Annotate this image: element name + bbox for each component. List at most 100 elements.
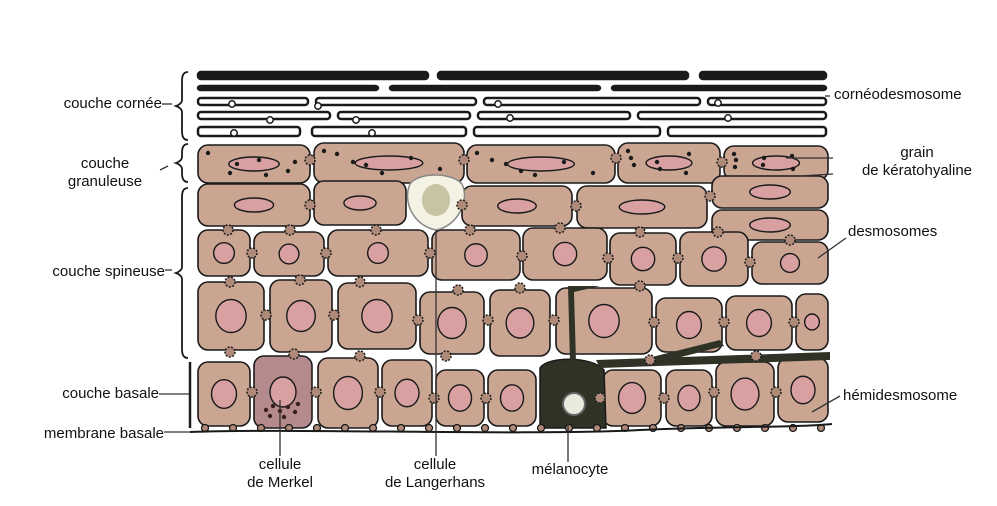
nucleus [270, 377, 296, 407]
corneodesmosome [231, 130, 237, 136]
keratinocyte [716, 362, 774, 426]
desmosome [289, 349, 299, 359]
keratohyalin-granule [629, 156, 633, 160]
desmosome [635, 281, 645, 291]
corneodesmosome [715, 100, 721, 106]
desmosome [649, 317, 659, 327]
keratinocyte [577, 186, 707, 228]
nucleus [395, 379, 419, 407]
bracket-granuleuse [176, 144, 188, 182]
label-membrane-basale: membrane basale [10, 425, 164, 443]
desmosome [717, 157, 727, 167]
keratinocyte [436, 370, 484, 426]
desmosome [425, 248, 435, 258]
keratohyalin-granule [504, 162, 508, 166]
nucleus [500, 385, 523, 411]
keratinocyte [752, 242, 828, 284]
corneocyte [638, 112, 826, 119]
nucleus [619, 200, 665, 214]
desmosome [555, 223, 565, 233]
desmosome [719, 317, 729, 327]
desmosome [311, 387, 321, 397]
keratohyalin-granule [335, 152, 339, 156]
corneocyte [198, 86, 378, 90]
keratohyalin-granule [351, 160, 355, 164]
keratohyalin-granule [380, 171, 384, 175]
corneodesmosome [229, 101, 235, 107]
nucleus [448, 385, 471, 411]
desmosome [659, 393, 669, 403]
corneocyte [700, 72, 826, 79]
keratinocyte [198, 184, 310, 226]
keratohyalin-granule [438, 167, 442, 171]
keratinocyte [610, 233, 676, 285]
keratohyalin-granule [658, 167, 662, 171]
corneocyte [474, 127, 660, 136]
keratinocyte [490, 290, 550, 356]
desmosome [441, 351, 451, 361]
desmosome [611, 153, 621, 163]
nucleus [234, 198, 273, 212]
keratohyalin-granule [475, 151, 479, 155]
keratohyalin-granule [293, 160, 297, 164]
keratohyalin-granule [734, 158, 738, 162]
keratinocyte [270, 280, 332, 352]
desmosome [751, 351, 761, 361]
nucleus [368, 243, 389, 264]
keratinocyte [488, 370, 536, 426]
desmosome [413, 315, 423, 325]
corneocyte [612, 86, 826, 90]
keratinocyte [680, 232, 748, 286]
nucleus [287, 301, 316, 332]
epidermis-cells [198, 143, 828, 428]
keratinocyte [420, 292, 484, 354]
nucleus [805, 314, 820, 330]
desmosome [517, 251, 527, 261]
keratohyalin-granule [791, 167, 795, 171]
corneodesmosome [353, 117, 359, 123]
desmosome [247, 248, 257, 258]
nucleus [216, 300, 246, 333]
nucleus [702, 247, 726, 271]
keratinocyte [254, 232, 324, 276]
label-couche-granuleuse-line1: couche [50, 155, 160, 173]
hemidesmosome [454, 425, 461, 432]
keratinocyte [603, 370, 661, 426]
melanocyte-nucleus [563, 393, 585, 415]
corneocyte [708, 98, 826, 105]
keratohyalin-granule [733, 165, 737, 169]
desmosome [549, 315, 559, 325]
hemidesmosome [566, 425, 573, 432]
merkel-granule [293, 410, 297, 414]
keratohyalin-granule [235, 162, 239, 166]
nucleus [362, 300, 392, 333]
keratohyalin-granule [533, 173, 537, 177]
nucleus [631, 247, 654, 270]
corneodesmosome [369, 130, 375, 136]
desmosome [329, 310, 339, 320]
nucleus [750, 218, 791, 232]
keratinocyte [328, 230, 428, 276]
corneocyte [312, 127, 466, 136]
desmosome [571, 201, 581, 211]
keratinocyte [318, 358, 378, 428]
keratohyalin-granule [519, 169, 523, 173]
label-grain-line1: grain [838, 144, 996, 162]
corneodesmosome [725, 115, 731, 121]
nucleus [438, 308, 467, 339]
desmosome [457, 200, 467, 210]
nucleus [506, 308, 534, 338]
hemidesmosome [482, 425, 489, 432]
keratohyalin-granule [632, 163, 636, 167]
label-langerhans-line1: cellule [365, 456, 505, 474]
stratum-corneum [198, 72, 826, 136]
merkel-granule [268, 414, 272, 418]
desmosome [745, 257, 755, 267]
label-grain-keratohyaline: grain de kératohyaline [838, 144, 996, 180]
keratohyalin-granule [206, 151, 210, 155]
desmosome [295, 275, 305, 285]
keratinocyte [523, 228, 607, 280]
corneocyte [438, 72, 688, 79]
nucleus [750, 185, 791, 199]
corneodesmosome [507, 115, 513, 121]
